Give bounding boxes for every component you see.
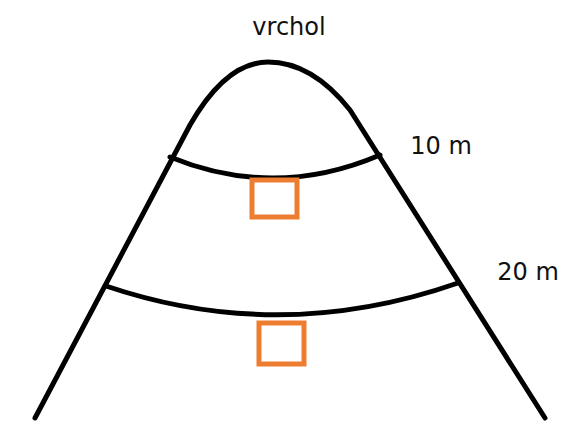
height-label: 20 m: [497, 260, 559, 284]
contour-line: [106, 283, 458, 315]
contour-line: [170, 155, 380, 178]
hill-outline: [35, 62, 545, 418]
orange-square: [252, 180, 297, 217]
peak-label: vrchol: [252, 15, 325, 39]
orange-square: [259, 323, 304, 364]
height-label: 10 m: [410, 134, 472, 158]
